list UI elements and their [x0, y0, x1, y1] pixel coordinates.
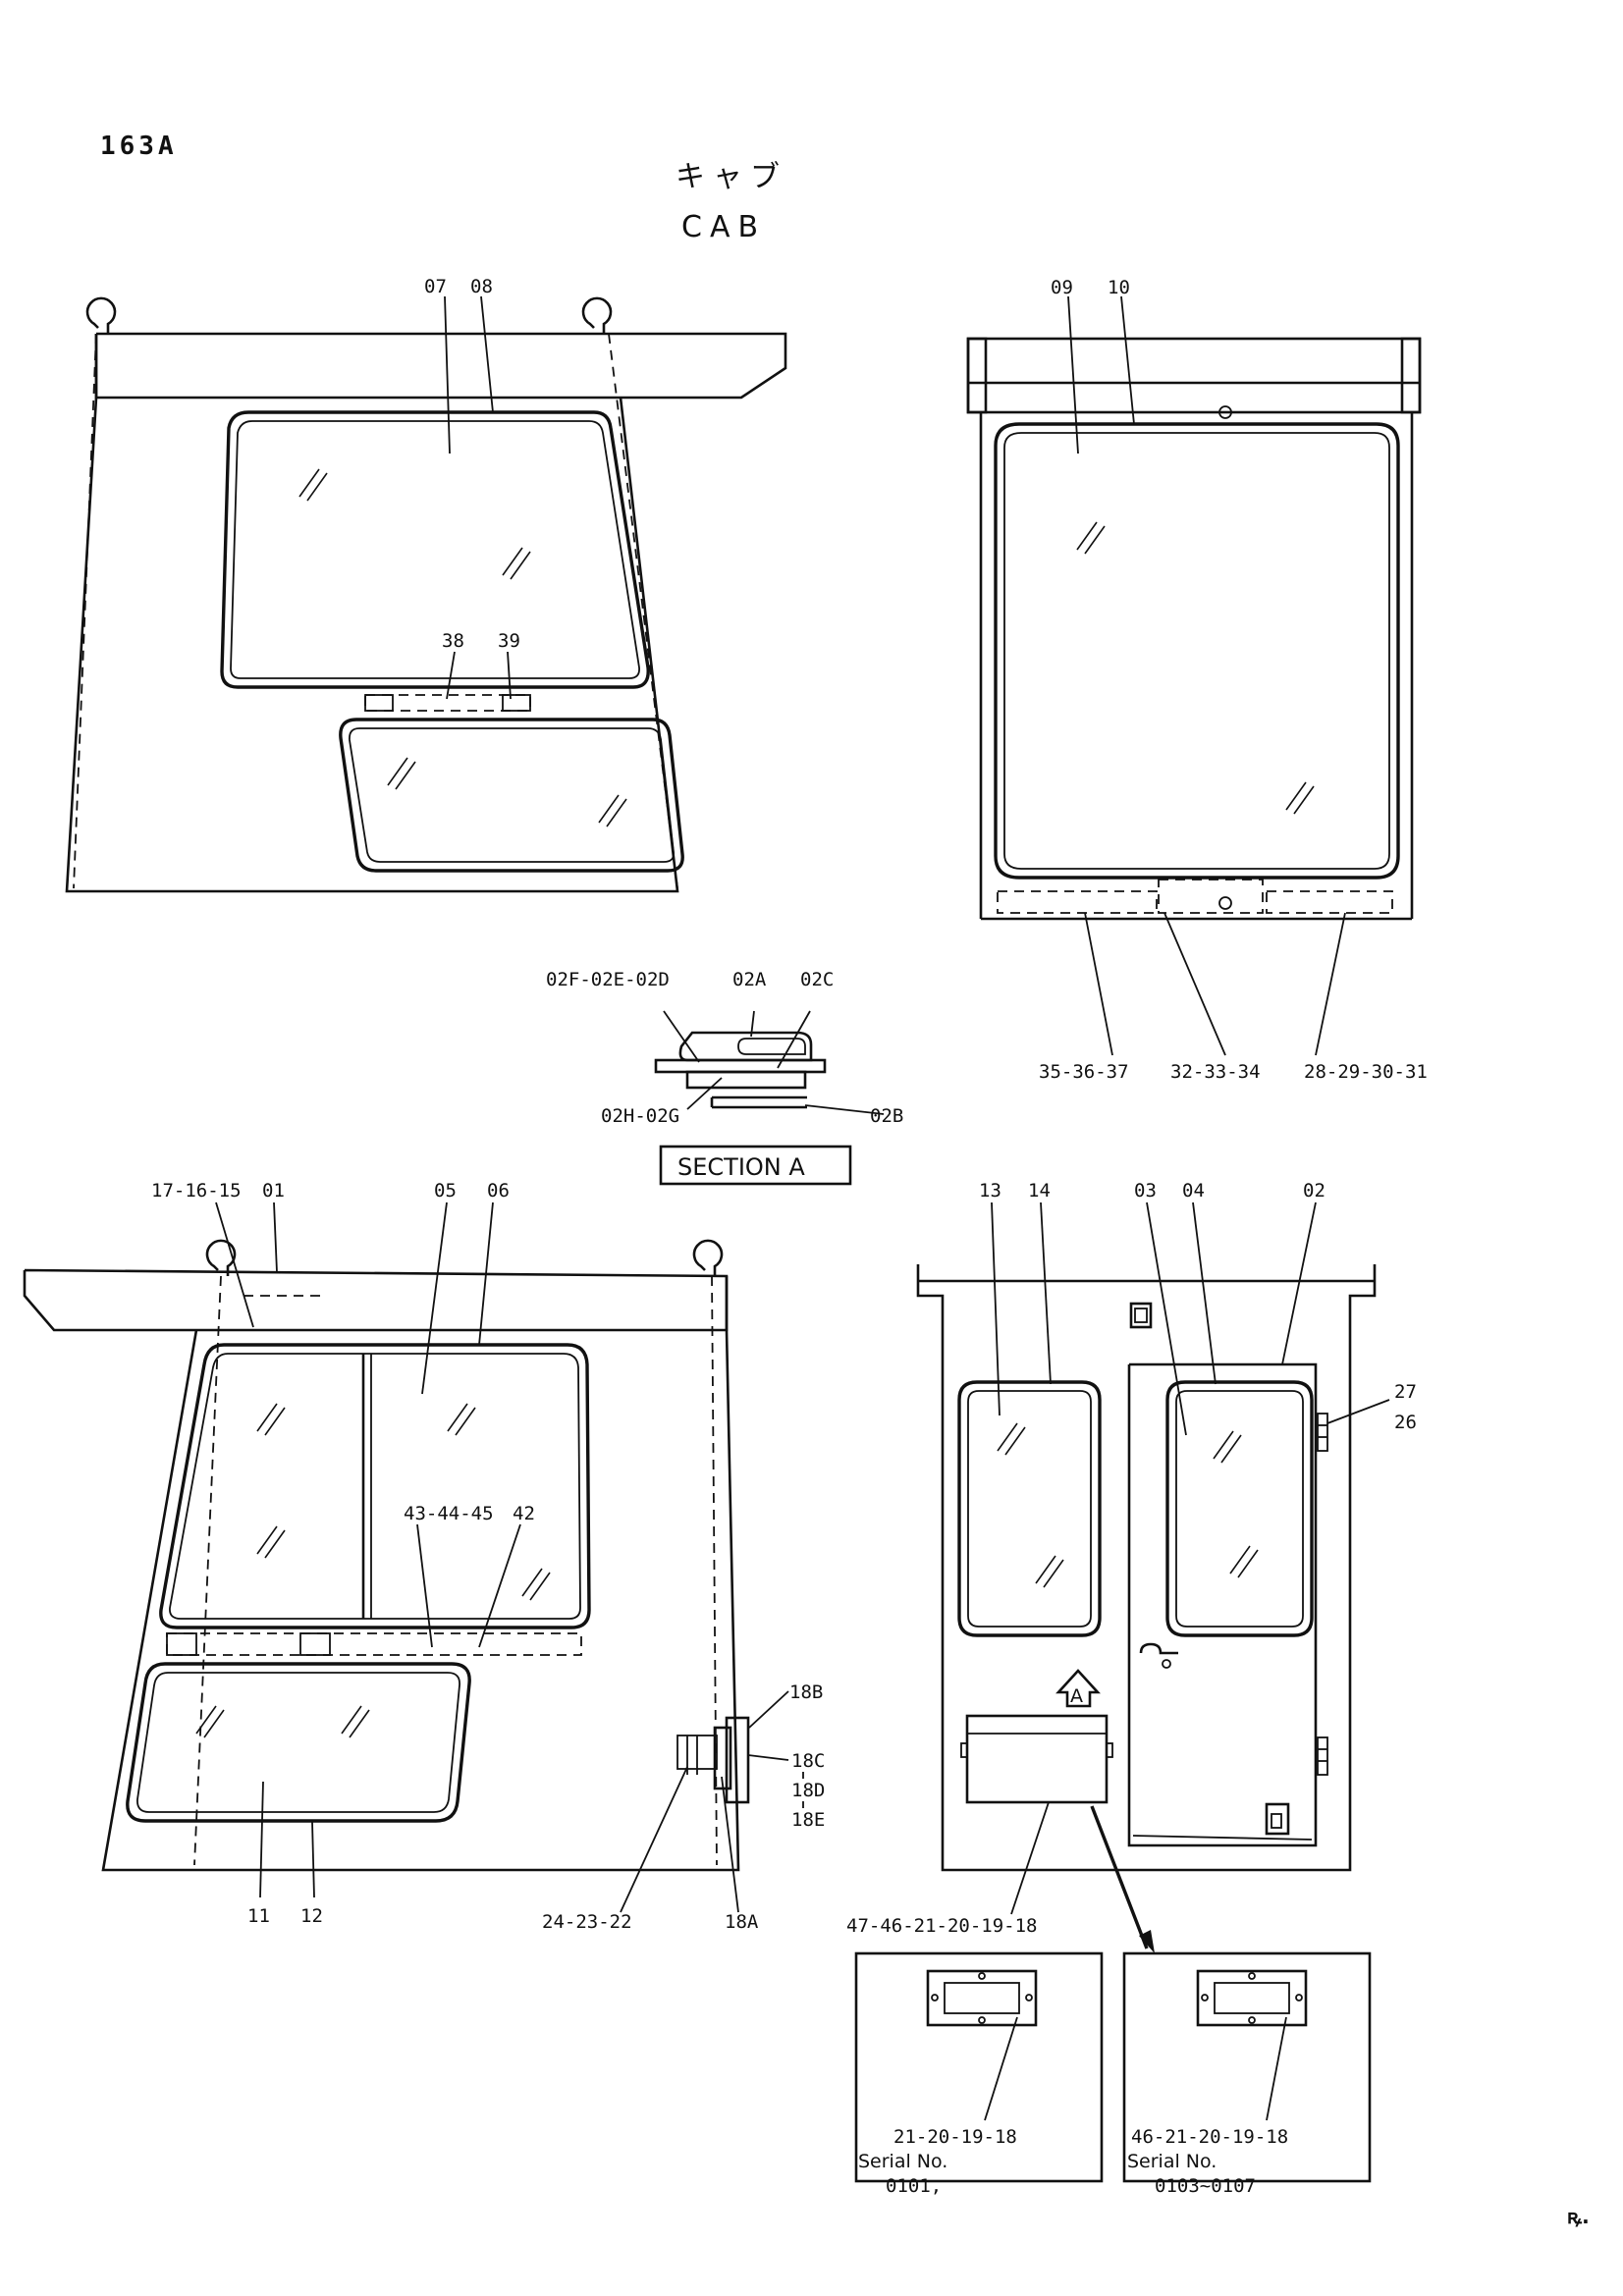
- callout-39: 39: [498, 630, 520, 652]
- callout-17-16-15: 17-16-15: [151, 1180, 242, 1201]
- callout-02F-02E-02D: 02F-02E-02D: [546, 969, 670, 990]
- lifting-hook-icon: [581, 296, 613, 334]
- left-side-view: 17-16-15 01 05 06 43-44-45 42 11 12 24-2…: [23, 1180, 825, 1933]
- rear-view: 09 10 35-36-37 32-33-34 28-29-30-31: [966, 277, 1428, 1083]
- callout-03: 03: [1134, 1180, 1157, 1201]
- callout-02C: 02C: [800, 969, 834, 990]
- callout-18B: 18B: [789, 1682, 823, 1703]
- section-a-box: [659, 1145, 852, 1186]
- callout-02A: 02A: [732, 969, 767, 990]
- callout-11: 11: [247, 1905, 270, 1927]
- callout-04: 04: [1182, 1180, 1205, 1201]
- door-handle-icon: [1139, 1642, 1178, 1655]
- front-view: 07 08 38 39: [65, 276, 787, 893]
- callout-18E: 18E: [791, 1809, 825, 1831]
- callout-27: 27: [1394, 1381, 1417, 1403]
- serial-label-right: Serial No.: [1127, 2151, 1217, 2172]
- corner-mark: ꝶ.: [1567, 2205, 1590, 2228]
- lifting-hook-icon: [85, 296, 117, 334]
- callout-05: 05: [434, 1180, 457, 1201]
- callout-32-33-34: 32-33-34: [1170, 1061, 1261, 1083]
- callout-24-23-22: 24-23-22: [542, 1911, 632, 1933]
- door-lock-icon: [1265, 1802, 1290, 1836]
- callout-18A: 18A: [725, 1911, 759, 1933]
- serial-value-right: 0103~0107: [1155, 2175, 1256, 2197]
- callout-35-36-37: 35-36-37: [1039, 1061, 1129, 1083]
- callout-26: 26: [1394, 1412, 1417, 1433]
- detail-box-right: 46-21-20-19-18 Serial No. 0103~0107: [1122, 1951, 1372, 2197]
- detail-parts-right: 46-21-20-19-18: [1131, 2126, 1288, 2148]
- section-a-detail: 02F-02E-02D 02A 02C 02H-02G 02B SECTION …: [546, 969, 903, 1186]
- callout-28-29-30-31: 28-29-30-31: [1304, 1061, 1428, 1083]
- callout-13: 13: [979, 1180, 1001, 1201]
- serial-label-left: Serial No.: [858, 2151, 947, 2172]
- callout-10: 10: [1108, 277, 1130, 298]
- lifting-hook-icon: [692, 1239, 724, 1276]
- callout-02B: 02B: [870, 1105, 903, 1127]
- detail-parts-left: 21-20-19-18: [893, 2126, 1017, 2148]
- title-japanese: キャブ: [676, 160, 787, 194]
- callout-47-46-21-20-19-18: 47-46-21-20-19-18: [846, 1915, 1037, 1937]
- callout-02H-02G: 02H-02G: [601, 1105, 679, 1127]
- callout-09: 09: [1051, 277, 1073, 298]
- detail-box-left: 21-20-19-18 Serial No. 0101,: [854, 1951, 1104, 2197]
- callout-02: 02: [1303, 1180, 1325, 1201]
- callout-12: 12: [300, 1905, 323, 1927]
- serial-value-left: 0101,: [886, 2175, 942, 2197]
- title-english: CAB: [681, 210, 766, 244]
- callout-08: 08: [470, 276, 493, 297]
- page-number: 163A: [100, 132, 178, 161]
- callout-18C: 18C: [791, 1750, 825, 1772]
- view-arrow-label: A: [1070, 1685, 1083, 1707]
- view-arrow-icon: [1055, 1669, 1101, 1708]
- callout-01: 01: [262, 1180, 285, 1201]
- callout-14: 14: [1028, 1180, 1051, 1201]
- callout-18D: 18D: [791, 1780, 825, 1801]
- callout-43-44-45: 43-44-45: [404, 1503, 494, 1524]
- door-side-view: A 13 14 03 04 02 27 26 47-46-21-20-19-18: [846, 1180, 1417, 1953]
- callout-42: 42: [513, 1503, 535, 1524]
- callout-38: 38: [442, 630, 464, 652]
- section-a-label: SECTION A: [677, 1153, 805, 1181]
- callout-07: 07: [424, 276, 447, 297]
- callout-06: 06: [487, 1180, 510, 1201]
